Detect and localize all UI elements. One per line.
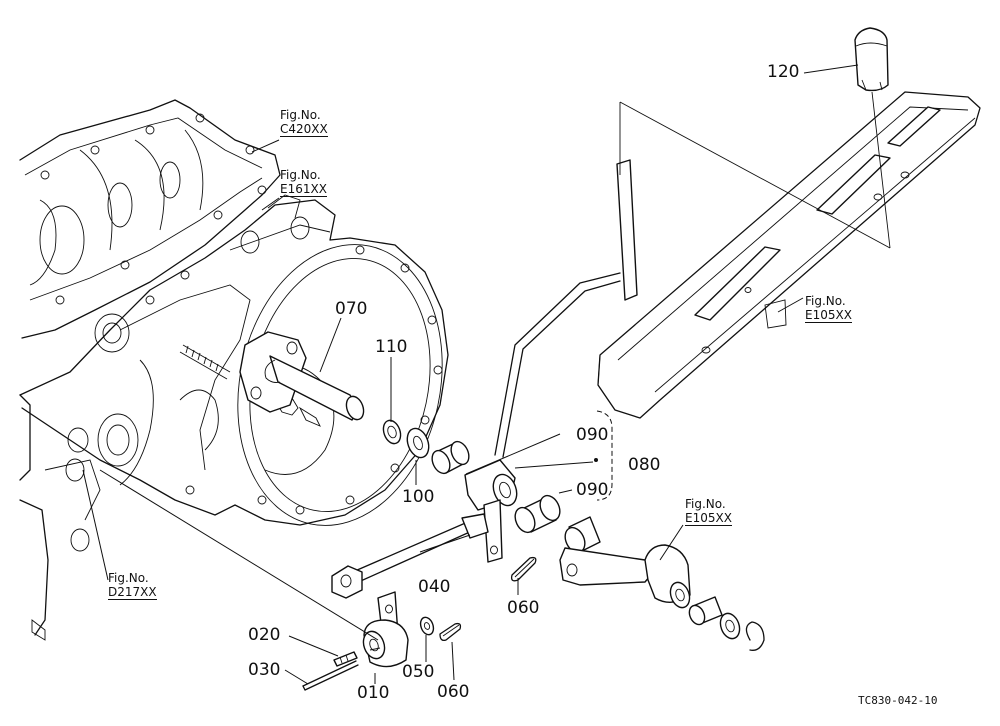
callout-120: 120 xyxy=(767,62,800,82)
callout-040: 040 xyxy=(418,577,451,597)
bushing-090-upper xyxy=(431,440,470,475)
callout-090-lower: 090 xyxy=(576,480,609,500)
callout-010: 010 xyxy=(357,683,390,703)
cotter-pin-upper xyxy=(510,556,537,582)
release-shaft xyxy=(239,331,365,421)
linkage-assembly xyxy=(559,516,765,651)
engine-housing xyxy=(19,99,281,339)
lever-knob xyxy=(854,27,889,92)
leader-lines xyxy=(82,64,859,685)
guide-plate xyxy=(597,91,981,419)
figref-d217xx: Fig.No. D217XX xyxy=(108,571,157,600)
callout-060-upper: 060 xyxy=(507,598,540,618)
callout-020: 020 xyxy=(248,625,281,645)
callout-100: 100 xyxy=(402,487,435,507)
callout-030: 030 xyxy=(248,660,281,680)
callout-090-upper: 090 xyxy=(576,425,609,445)
figref-c420xx: Fig.No. C420XX xyxy=(280,108,328,137)
washer-110 xyxy=(382,419,402,445)
alignment-lines xyxy=(619,91,891,249)
shift-rod xyxy=(331,513,489,599)
washer-050 xyxy=(419,616,435,636)
figref-e105xx-top: Fig.No. E105XX xyxy=(805,294,852,323)
drawing-code: TC830-042-10 xyxy=(858,694,938,707)
figref-e105xx-bottom: Fig.No. E105XX xyxy=(685,497,732,526)
figref-e161xx: Fig.No. E161XX xyxy=(280,168,327,197)
washer-100 xyxy=(406,427,430,459)
callout-070: 070 xyxy=(335,299,368,319)
cotter-pin-lower xyxy=(439,622,462,642)
shift-lever xyxy=(464,159,638,563)
lever-arm xyxy=(362,591,409,668)
assembly-bracket xyxy=(594,410,613,501)
callout-080: 080 xyxy=(628,455,661,475)
callout-110: 110 xyxy=(375,337,408,357)
callout-050: 050 xyxy=(402,662,435,682)
callout-060-lower: 060 xyxy=(437,682,470,702)
bushing-090-lower xyxy=(514,494,561,534)
spring-pin xyxy=(302,651,359,691)
clutch-housing xyxy=(19,194,449,641)
